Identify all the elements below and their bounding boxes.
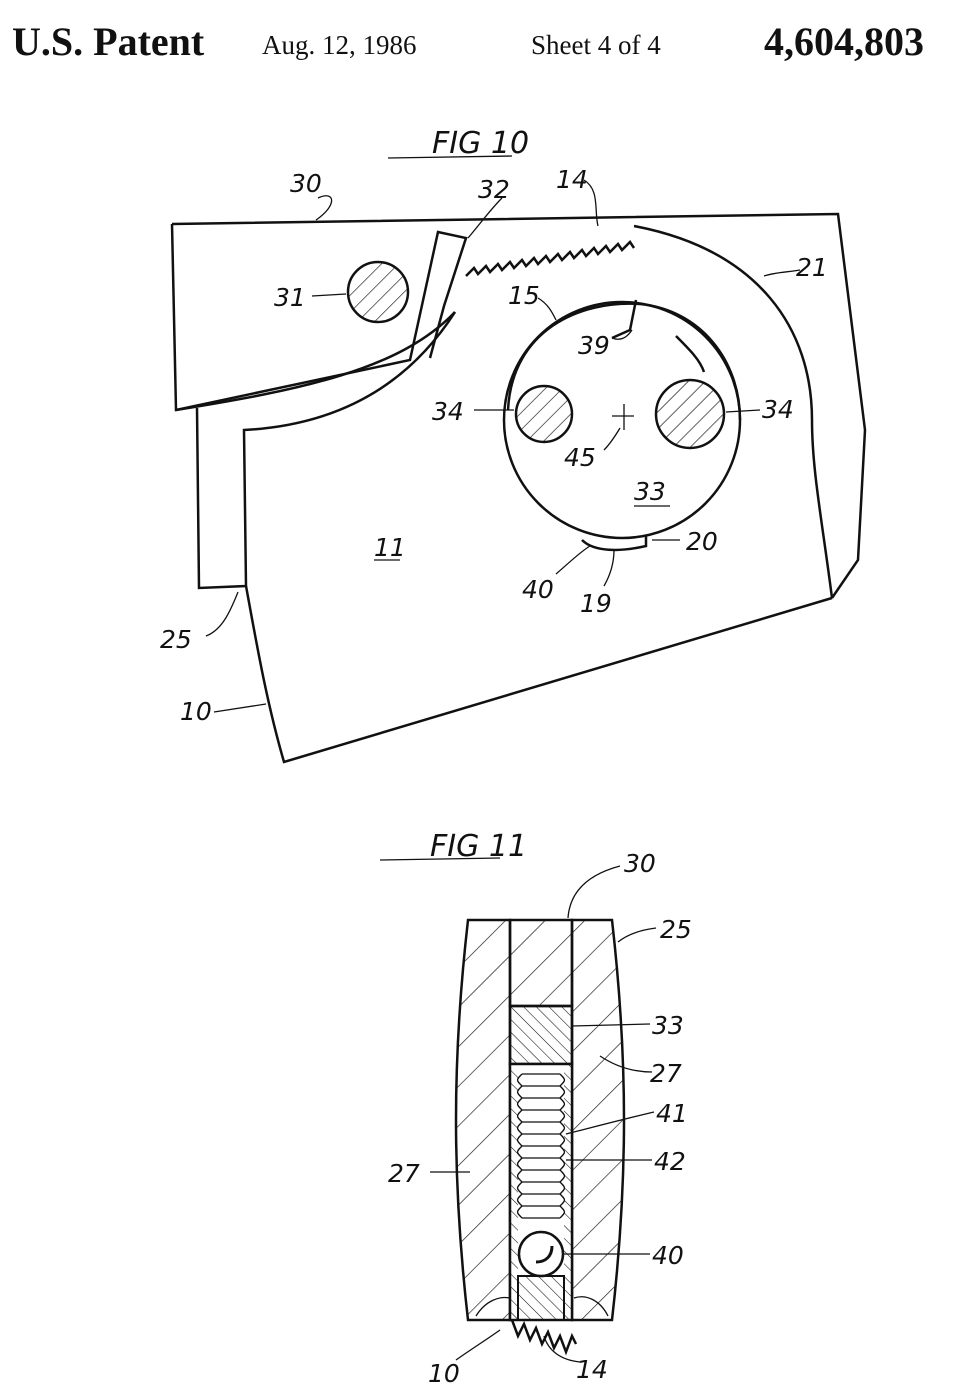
fig10-label-25: 25	[160, 625, 192, 654]
fig10-label-11: 11	[374, 533, 406, 562]
fig11-label-33: 33	[652, 1011, 684, 1040]
figure-11: FIG 11	[379, 829, 692, 1388]
fig11-label-27-left: 27	[388, 1159, 420, 1188]
fig10-label-21: 21	[796, 253, 828, 282]
fig10-label-39: 39	[578, 331, 610, 360]
fig11-label-42: 42	[654, 1147, 686, 1176]
fig10-caption: FIG 10	[432, 126, 529, 161]
fig10-label-34-left: 34	[432, 397, 464, 426]
fig11-label-27-right: 27	[650, 1059, 682, 1088]
fig10-label-34-right: 34	[762, 395, 794, 424]
fig10-label-30: 30	[290, 169, 322, 198]
fig10-label-45: 45	[564, 443, 596, 472]
patent-date: Aug. 12, 1986	[262, 30, 417, 60]
sheet-number: Sheet 4 of 4	[531, 30, 661, 60]
fig11-label-10: 10	[428, 1359, 460, 1388]
fig10-label-15: 15	[508, 281, 540, 310]
fig11-label-40: 40	[652, 1241, 684, 1270]
patent-number: 4,604,803	[764, 19, 924, 64]
fig10-label-40: 40	[522, 575, 554, 604]
fig10-label-31: 31	[274, 283, 306, 312]
fig11-label-30: 30	[624, 849, 656, 878]
fig11-label-41: 41	[656, 1099, 688, 1128]
fig10-label-19: 19	[580, 589, 612, 618]
fig10-label-20: 20	[686, 527, 718, 556]
fig10-label-10: 10	[180, 697, 212, 726]
fig10-label-14: 14	[556, 165, 588, 194]
fig10-label-32: 32	[478, 175, 510, 204]
figure-10: FIG 10	[160, 126, 867, 764]
patent-title: U.S. Patent	[12, 19, 205, 64]
fig10-label-33: 33	[634, 477, 666, 506]
fig11-label-14: 14	[576, 1355, 608, 1384]
fig11-label-25: 25	[660, 915, 692, 944]
